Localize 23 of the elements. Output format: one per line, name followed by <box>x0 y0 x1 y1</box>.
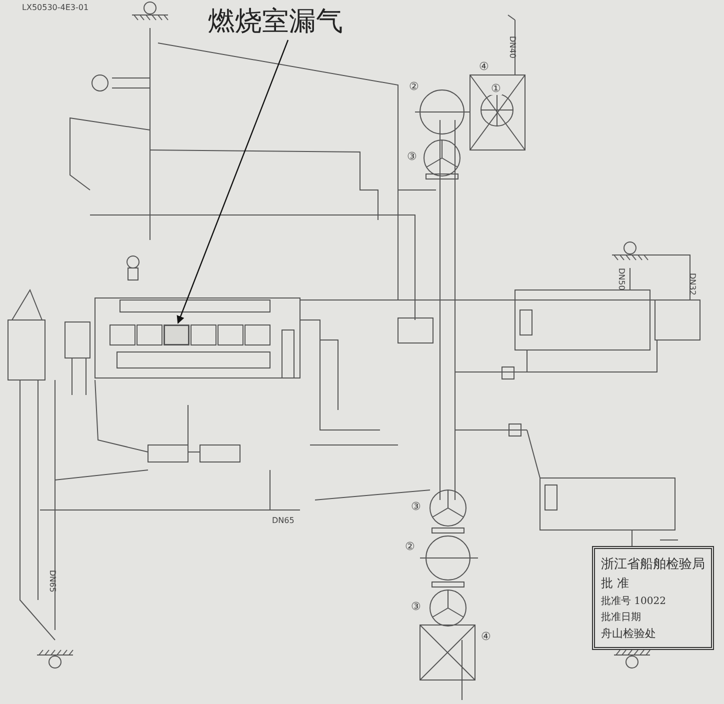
pipe-size-label: DN50 <box>617 268 625 290</box>
combustion-chamber-box <box>164 325 189 345</box>
callout-number: ④ <box>480 630 492 643</box>
pipe-size-label: DN32 <box>688 273 696 296</box>
stamp-text: 舟山检验处 <box>601 626 657 641</box>
pipe-size-label: DN65 <box>272 517 294 525</box>
callout-number: ④ <box>478 60 490 73</box>
pipe-size-label: DN40 <box>508 36 516 58</box>
drawing-number: LX50530-4E3-01 <box>22 4 89 12</box>
annotation-text: 燃烧室漏气 <box>208 8 343 35</box>
callout-number: ② <box>404 540 416 553</box>
callout-number: ③ <box>410 600 422 613</box>
callout-number: ③ <box>410 500 422 513</box>
callout-number: ③ <box>406 150 418 163</box>
pipe-size-label: DN65 <box>48 570 56 592</box>
stamp-text: 浙江省船舶检验局 <box>601 556 705 573</box>
stamp-text: 批准号 10022 <box>601 594 667 608</box>
callout-number: ② <box>408 80 420 93</box>
arrow <box>176 40 289 324</box>
approval-stamp <box>592 546 714 650</box>
stamp-text: 批准日期 <box>601 610 642 624</box>
stamp-text: 批 准 <box>601 575 630 592</box>
callout-number: ① <box>490 82 502 95</box>
